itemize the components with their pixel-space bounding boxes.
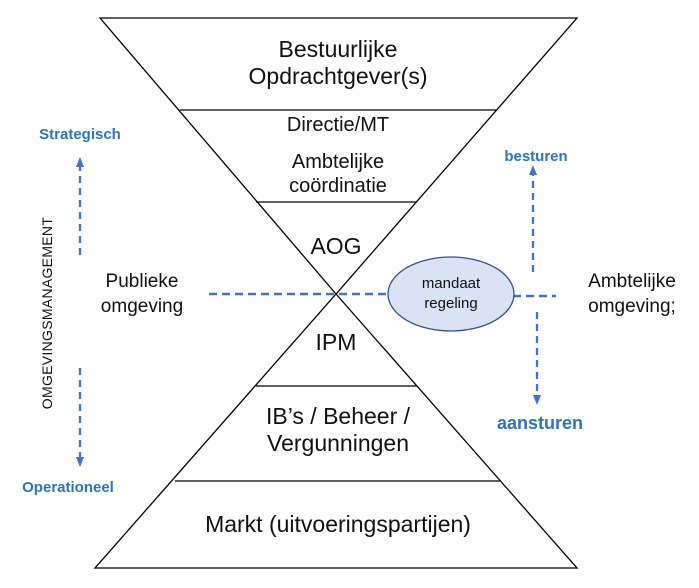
lower-triangle xyxy=(93,293,579,569)
label-publieke-omgeving: Publieke omgeving xyxy=(100,271,184,317)
label-aansturen: aansturen xyxy=(496,413,584,433)
label-ibs-beheer-vergunningen: IB’s / Beheer / Vergunningen xyxy=(265,403,411,457)
mandaat-ellipse xyxy=(387,256,515,332)
label-ipm: IPM xyxy=(315,329,357,355)
label-bestuurlijke-opdrachtgevers: Bestuurlijke Opdrachtgever(s) xyxy=(248,36,428,90)
label-ambtelijke-coordinatie: Ambtelijke coördinatie xyxy=(289,151,387,197)
label-aog: AOG xyxy=(310,233,362,259)
label-mandaat-regeling: mandaat regeling xyxy=(421,275,481,312)
label-strategisch: Strategisch xyxy=(39,126,121,143)
label-omgevingsmanagement: OMGEVINGSMANAGEMENT xyxy=(39,216,55,410)
label-operationeel: Operationeel xyxy=(22,479,114,496)
label-directie-mt: Directie/MT xyxy=(286,114,390,136)
label-ambtelijke-omgeving: Ambtelijke omgeving; xyxy=(588,271,676,317)
upper-triangle xyxy=(98,17,579,295)
label-besturen: besturen xyxy=(504,148,568,165)
label-markt: Markt (uitvoeringspartijen) xyxy=(205,511,471,537)
